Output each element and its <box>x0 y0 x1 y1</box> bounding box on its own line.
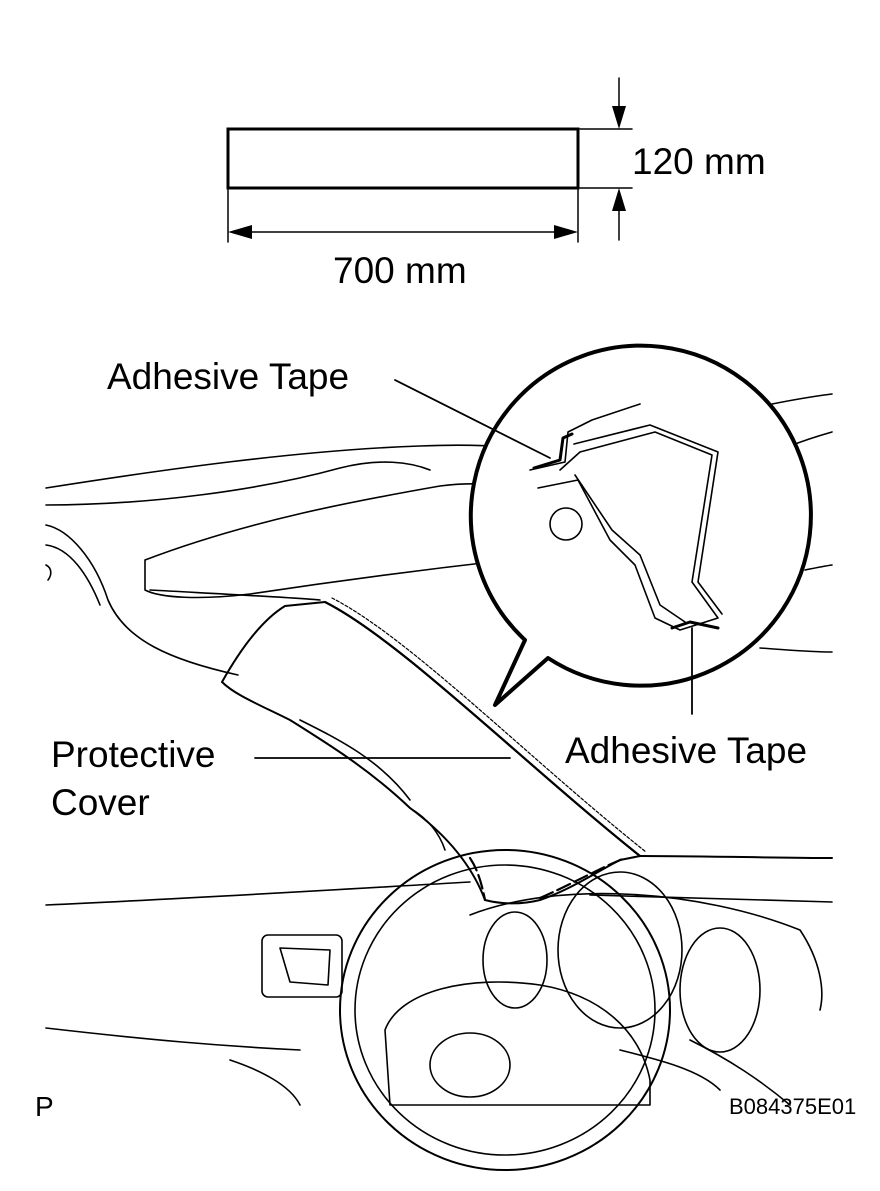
height-arrow-top-head <box>612 106 626 129</box>
figure-id: B084375E01 <box>729 1094 856 1119</box>
cover-wrinkle-1 <box>299 719 411 801</box>
dashboard-top-line <box>45 881 471 906</box>
adhesive-tape-patch-top <box>532 432 574 470</box>
side-window-notch <box>45 564 52 581</box>
cover-fold-right <box>538 856 627 900</box>
width-dimension-label: 700 mm <box>333 250 467 291</box>
cross-section-trim <box>574 474 686 623</box>
width-arrow-right-head <box>554 225 578 239</box>
pillar-edge-tape-inner <box>331 597 647 853</box>
steering-hub-boss <box>429 1032 511 1098</box>
lower-panel-line-2 <box>689 1039 791 1106</box>
magnifier-outline <box>468 343 813 707</box>
fastener-hole <box>549 507 583 541</box>
protective-cover-label-line1: Protective <box>51 734 216 775</box>
adhesive-tape-patch-bottom <box>670 620 720 630</box>
adhesive-tape-label-top: Adhesive Tape <box>107 356 349 397</box>
protective-cover-label-line2: Cover <box>51 782 150 823</box>
air-vent <box>261 934 343 998</box>
adhesive-tape-label-bottom: Adhesive Tape <box>565 730 807 771</box>
pillar-frame-inner <box>45 544 101 606</box>
pillar-edge-tape-outer <box>323 600 642 858</box>
roof-trim-edge <box>149 589 321 601</box>
header-panel <box>144 483 516 599</box>
steering-wheel-rim-inner <box>354 864 656 1156</box>
cover-wrinkle-2 <box>409 807 446 851</box>
steering-column <box>619 1049 721 1091</box>
height-dimension-label: 120 mm <box>632 141 766 182</box>
dashboard-right-edge <box>759 647 833 653</box>
pillar-frame-outer <box>45 524 239 676</box>
pillar-cross-section <box>529 403 723 631</box>
dashboard-line-right-2 <box>589 894 833 903</box>
cut-piece-rectangle <box>226 127 580 190</box>
steering-wheel-rim-outer <box>339 849 671 1171</box>
cover-fold-bottom <box>468 856 487 902</box>
steering-wheel-hub <box>384 981 651 1106</box>
height-arrow-bottom-head <box>612 188 626 211</box>
gauge-center <box>557 871 683 1029</box>
width-arrow-left-head <box>228 225 252 239</box>
vehicle-interior-illustration <box>45 393 833 1171</box>
roof-line-lower <box>45 461 431 506</box>
callout-leaders <box>254 379 693 759</box>
gauge-right <box>679 927 761 1053</box>
air-vent-louver <box>279 947 331 986</box>
gauge-hood <box>469 892 823 1011</box>
leader-adhesive-tape-top <box>394 379 551 459</box>
cross-section-inner <box>573 424 723 615</box>
gauge-left <box>482 911 548 1009</box>
cut-piece-dimension-drawing: 120 mm 700 mm <box>226 77 766 291</box>
lower-panel-line <box>229 1059 301 1106</box>
dashboard-top-right <box>639 855 833 859</box>
corner-letter: P <box>35 1091 54 1122</box>
dashboard-right-edge-2 <box>804 564 833 571</box>
detail-magnifier <box>468 343 813 707</box>
dashboard-lower-line <box>45 1027 301 1051</box>
